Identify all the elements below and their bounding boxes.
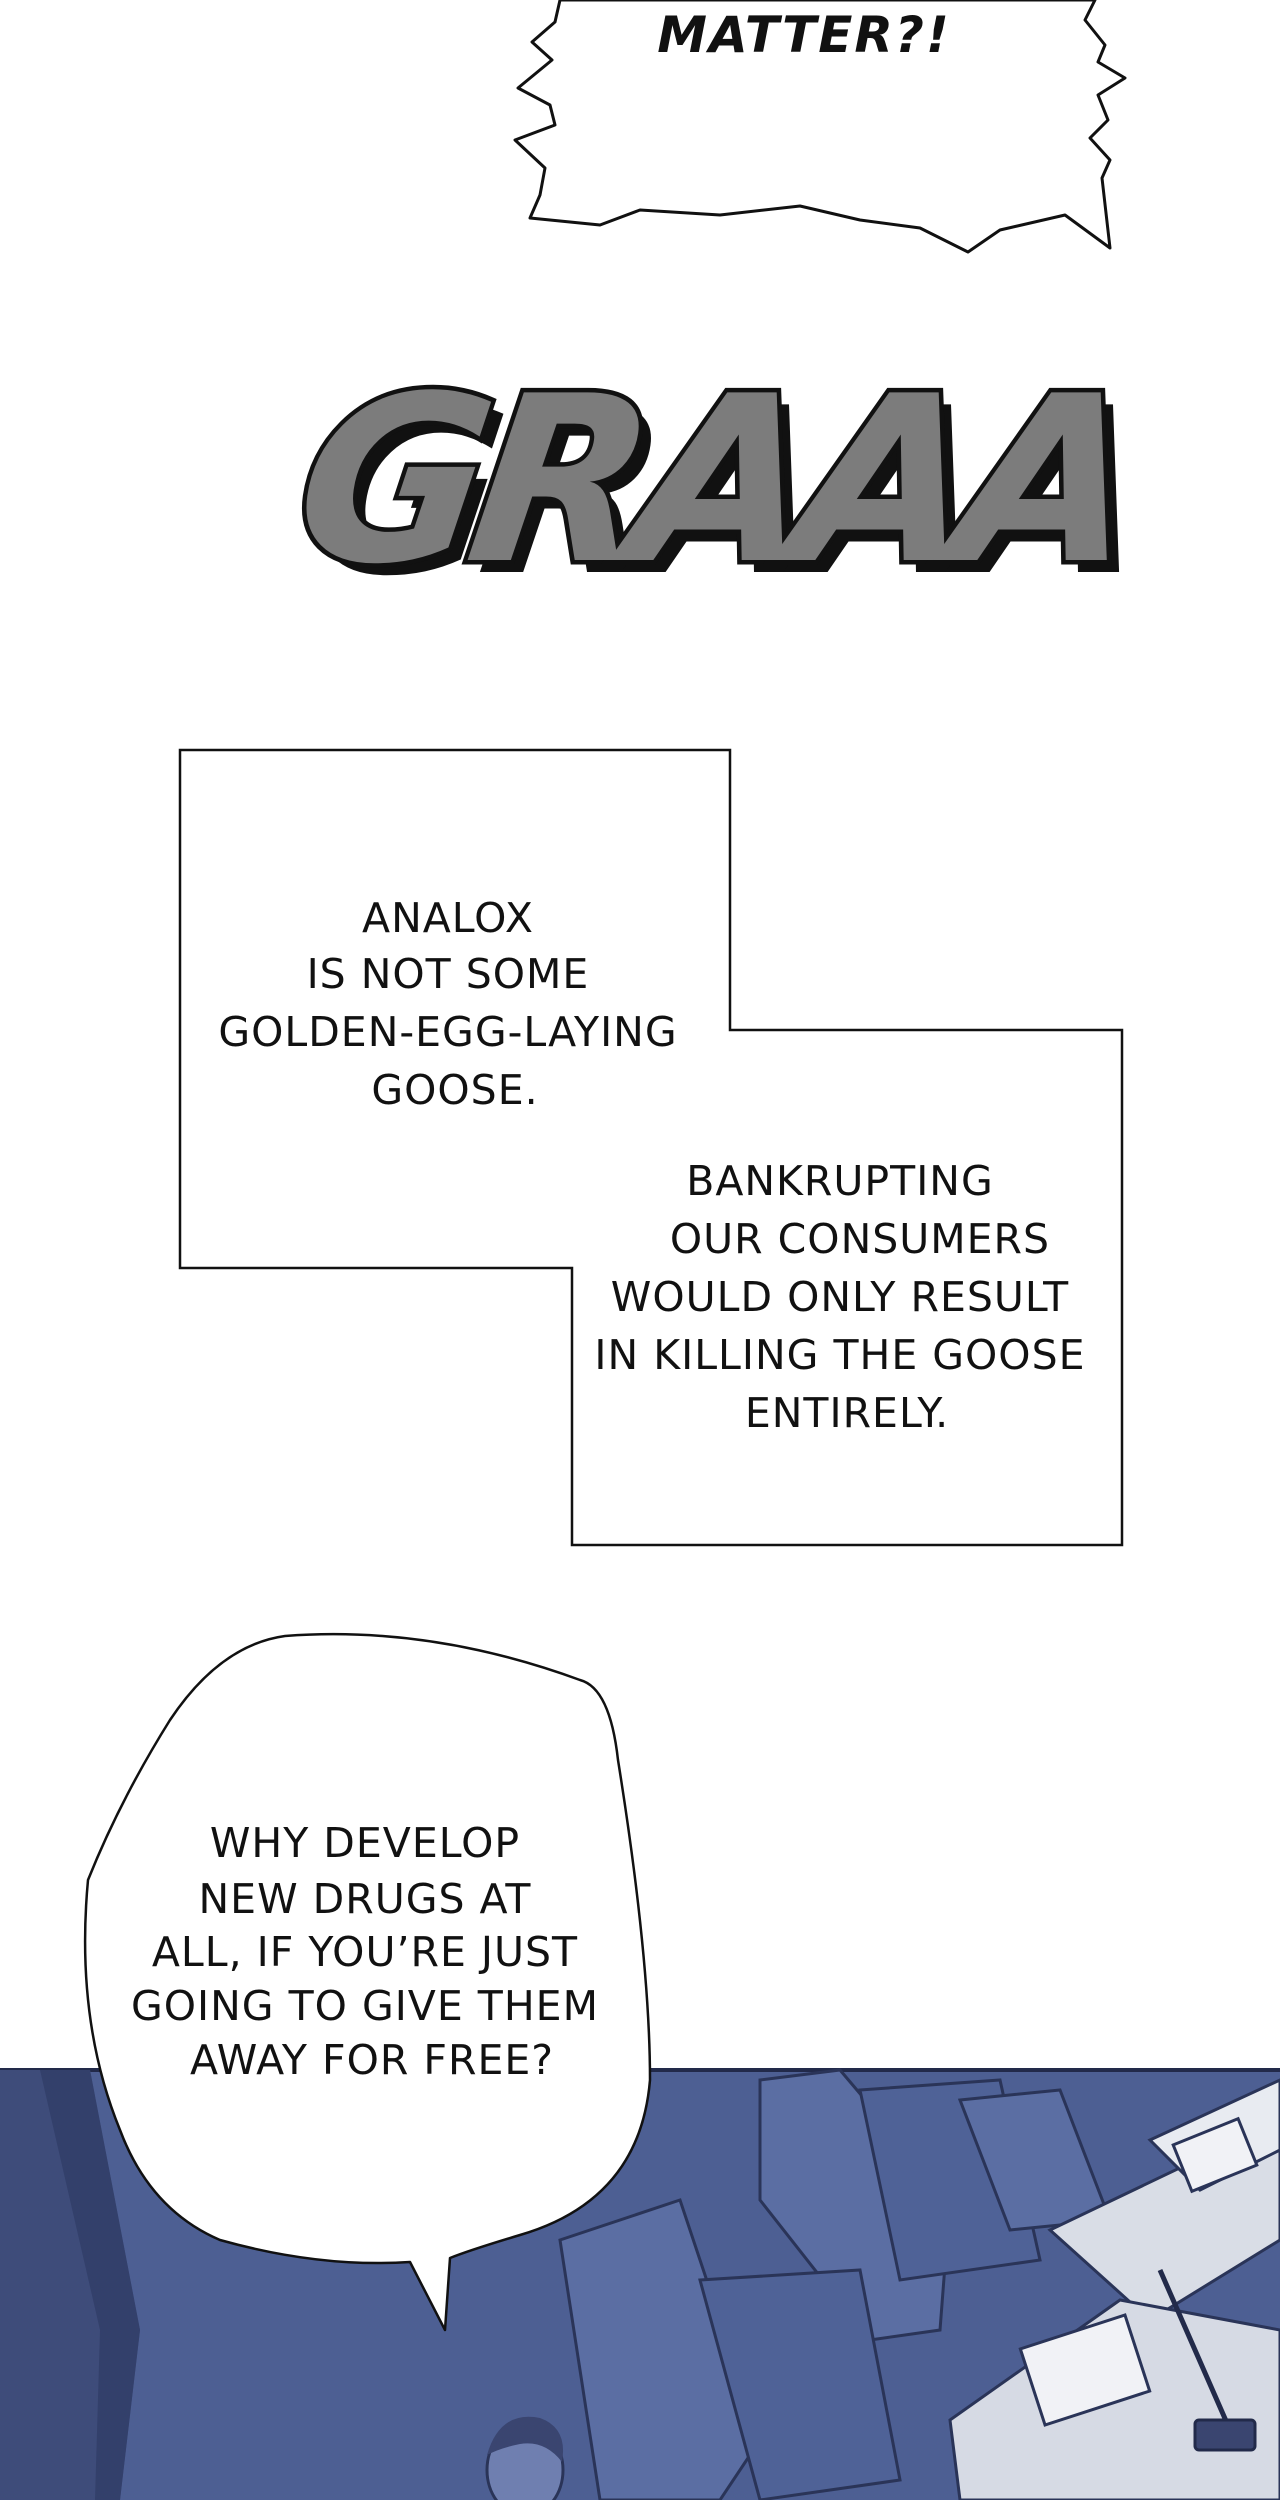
shout-text: MATTER?! — [657, 6, 951, 64]
sound-effect: GRAAA GRAAA — [278, 342, 1153, 627]
caption-line: IN KILLING THE GOOSE — [594, 1331, 1085, 1379]
speech-line: AWAY FOR FREE? — [190, 2036, 554, 2084]
person — [485, 2416, 565, 2500]
speech-text: WHY DEVELOP NEW DRUGS AT ALL, IF YOU’RE … — [131, 1819, 613, 2084]
caption-line: OUR CONSUMERS — [670, 1215, 1050, 1263]
caption-line: WOULD ONLY RESULT — [611, 1273, 1069, 1321]
caption-line: GOLDEN-EGG-LAYING — [218, 1008, 677, 1056]
microphone-icon — [1157, 2268, 1257, 2452]
speech-line: ALL, IF YOU’RE JUST — [152, 1928, 578, 1976]
chair — [558, 2068, 1113, 2500]
caption-line: ANALOX — [362, 894, 534, 942]
sfx-text: GRAAA — [282, 346, 1140, 615]
caption-top: ANALOX IS NOT SOME GOLDEN-EGG-LAYING GOO… — [178, 748, 1124, 1547]
caption-line: IS NOT SOME — [307, 950, 590, 998]
speech-line: NEW DRUGS AT — [199, 1875, 532, 1923]
sfx-shadow: GRAAA — [295, 358, 1153, 627]
caption-bottom: BANKRUPTING OUR CONSUMERS WOULD ONLY RES… — [594, 1157, 1099, 1437]
shout-bubble: MATTER?! — [513, 0, 1127, 254]
caption-line: BANKRUPTING — [686, 1157, 994, 1205]
caption-line: GOOSE. — [371, 1066, 538, 1114]
speech-line: GOING TO GIVE THEM — [131, 1982, 599, 2030]
speech-line: WHY DEVELOP — [210, 1819, 520, 1867]
caption-bottom-text: BANKRUPTING OUR CONSUMERS WOULD ONLY RES… — [594, 1157, 1099, 1437]
caption-top-text: ANALOX IS NOT SOME GOLDEN-EGG-LAYING GOO… — [218, 894, 691, 1114]
speech-bubble: WHY DEVELOP NEW DRUGS AT ALL, IF YOU’RE … — [83, 1632, 652, 2332]
caption-line: ENTIRELY. — [745, 1389, 949, 1437]
